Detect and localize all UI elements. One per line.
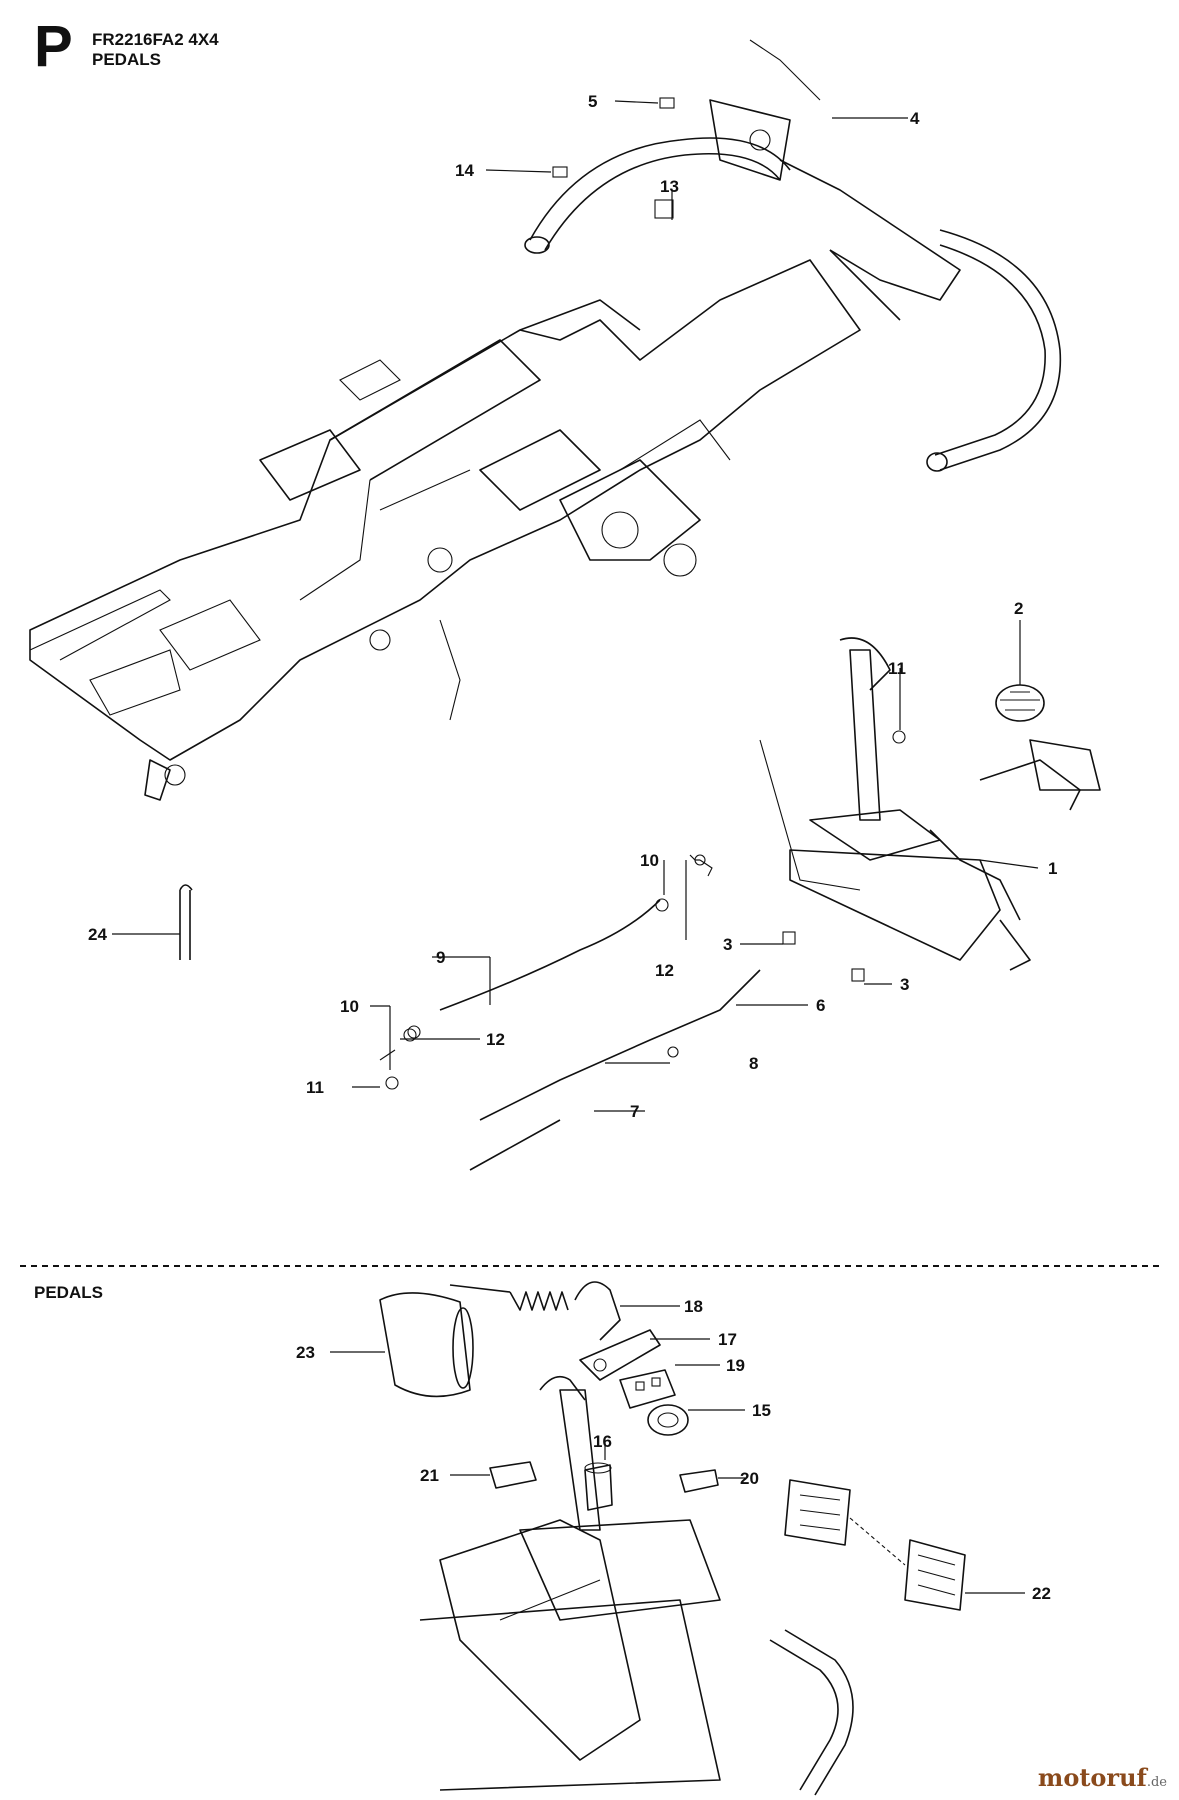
section-letter: P (34, 14, 73, 79)
leader-lines (112, 100, 1039, 1112)
callout-17: 17 (718, 1330, 737, 1349)
callout-3a: 3 (723, 935, 732, 954)
callout-23: 23 (296, 1343, 315, 1362)
watermark-brand: motoruf (1037, 1763, 1147, 1792)
pedal-assembly (759, 637, 1101, 971)
fasteners (385, 39, 906, 1090)
model-name: FR2216FA2 4X4 (92, 30, 219, 49)
detail-section-title: PEDALS (34, 1283, 103, 1302)
pedal-cover (379, 1292, 474, 1398)
bushing (647, 1404, 689, 1436)
diagram-title: PEDALS (92, 50, 161, 69)
watermark: motoruf.de (1038, 1763, 1167, 1792)
callout-7: 7 (630, 1102, 639, 1121)
callout-13: 13 (660, 177, 679, 196)
callout-5: 5 (588, 92, 597, 111)
callout-1: 1 (1048, 859, 1057, 878)
callout-10a: 10 (640, 851, 659, 870)
spring (449, 1281, 621, 1341)
callout-6: 6 (816, 996, 825, 1015)
detail-leader-lines (330, 1305, 1025, 1594)
callout-10b: 10 (340, 997, 359, 1016)
callout-16: 16 (593, 1432, 612, 1451)
sleeve (584, 1462, 613, 1511)
callout-20: 20 (740, 1469, 759, 1488)
callout-11a: 11 (888, 659, 906, 678)
callout-11b: 11 (306, 1078, 324, 1097)
pedal-pads (784, 1479, 966, 1611)
callout-21: 21 (420, 1466, 439, 1485)
cables (379, 854, 761, 1171)
callout-12b: 12 (486, 1030, 505, 1049)
diagram-header: FR2216FA2 4X4 PEDALS (92, 30, 219, 70)
callout-2: 2 (1014, 599, 1023, 618)
clip-small (679, 1469, 719, 1493)
grab-rail (524, 137, 1062, 472)
callout-22: 22 (1032, 1584, 1051, 1603)
callout-9: 9 (436, 948, 445, 967)
callout-4: 4 (910, 109, 920, 128)
guide-block (619, 1369, 676, 1409)
callout-19: 19 (726, 1356, 745, 1375)
watermark-suffix: .de (1146, 1775, 1167, 1790)
brake-pad (995, 684, 1045, 722)
callout-12a: 12 (655, 961, 674, 980)
callout-14: 14 (455, 161, 474, 180)
callout-8: 8 (749, 1054, 758, 1073)
detail-pedal-assembly (419, 1375, 854, 1796)
clip (489, 1461, 537, 1489)
bracket (579, 1329, 661, 1381)
callout-15: 15 (752, 1401, 771, 1420)
callout-3b: 3 (900, 975, 909, 994)
callout-labels: 1 2 3 3 4 5 6 7 8 9 10 10 11 11 12 12 13… (88, 92, 1057, 1603)
hook-rod (179, 884, 193, 960)
chassis-frame (29, 259, 861, 801)
callout-18: 18 (684, 1297, 703, 1316)
callout-24: 24 (88, 925, 107, 944)
